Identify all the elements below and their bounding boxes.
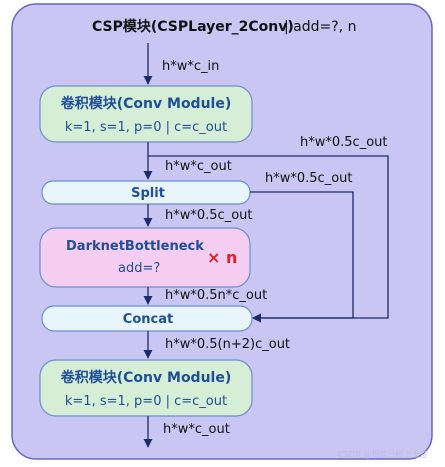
edge-label-after-bottleneck: h*w*0.5n*c_out <box>165 288 267 303</box>
watermark: CSDN @相信已经上上签 <box>338 449 427 459</box>
conv-module-2 <box>39 359 253 417</box>
edge-label-after-concat: h*w*0.5(n+2)c_out <box>165 337 290 352</box>
edge-label-input: h*w*c_in <box>162 59 219 74</box>
conv-module-1-title: 卷积模块(Conv Module) <box>60 95 232 112</box>
concat-label: Concat <box>123 312 173 327</box>
bottleneck-add-label: add=? <box>118 261 160 276</box>
edge-label-output: h*w*c_out <box>163 422 230 437</box>
bottleneck-title: DarknetBottleneck <box>66 239 204 254</box>
conv-module-2-params: k=1, s=1, p=0 | c=c_out <box>65 394 227 409</box>
bypass-inner-line <box>250 191 354 323</box>
conv-module-1 <box>39 85 253 143</box>
repeat-n-label: × n <box>207 248 237 267</box>
concat-block <box>41 305 253 332</box>
split-label: Split <box>131 186 165 201</box>
edge-label-bypass-inner: h*w*0.5c_out <box>265 171 352 186</box>
container-title-suffix: | add=?, n <box>284 19 356 35</box>
conv-module-2-title: 卷积模块(Conv Module) <box>60 369 232 386</box>
darknet-bottleneck-block <box>39 227 251 288</box>
conv-module-1-params: k=1, s=1, p=0 | c=c_out <box>65 120 227 135</box>
edge-label-bypass-outer: h*w*0.5c_out <box>300 135 387 150</box>
edge-label-after-split: h*w*0.5c_out <box>165 208 252 223</box>
edge-label-after-conv1: h*w*c_out <box>165 159 232 174</box>
container-title: CSP模块(CSPLayer_2Conv) <box>92 18 294 35</box>
